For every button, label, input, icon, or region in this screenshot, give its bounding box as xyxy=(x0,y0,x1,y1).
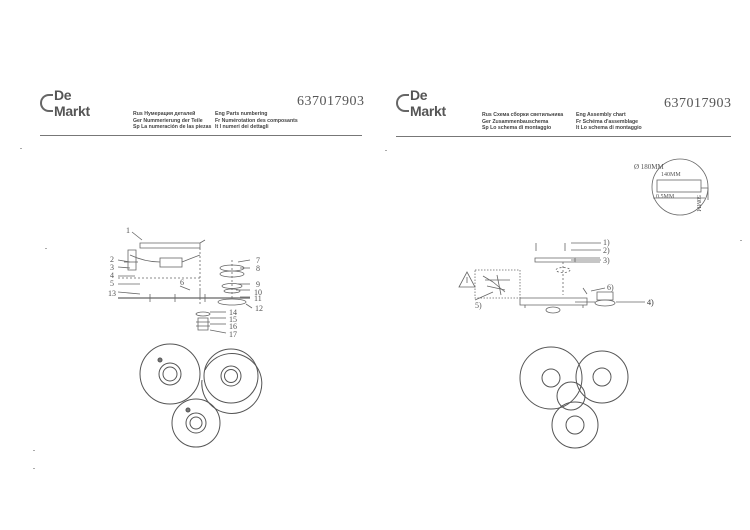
ceiling-screws xyxy=(535,243,566,251)
caption-eng: Eng Parts numbering xyxy=(215,111,268,117)
fixing-ring xyxy=(195,311,211,317)
right-page: De Markt 637017903 Rus Схема сборки свет… xyxy=(375,0,750,530)
lamp-socket-left xyxy=(158,362,182,386)
part-number-8: 8 xyxy=(256,264,260,273)
warning-triangle-icon xyxy=(458,271,476,288)
mounting-bar xyxy=(139,242,201,249)
assembly-chart-diagram xyxy=(458,158,709,449)
driver-box xyxy=(159,257,183,268)
disc-left xyxy=(519,346,583,410)
part-number-17: 17 xyxy=(229,330,237,339)
part-number-1: 1 xyxy=(126,226,130,235)
disc-right xyxy=(203,348,259,404)
header-divider xyxy=(40,135,362,136)
part-number-4: 4 xyxy=(110,271,114,280)
lamp-socket-bottom xyxy=(185,412,207,434)
dimension-diameter: Ø 180MM xyxy=(634,163,664,171)
caption-rus: Rus Схема сборки светильника xyxy=(482,112,564,118)
disc-bottom xyxy=(171,398,221,448)
part-number-12: 12 xyxy=(255,304,263,313)
document-number: 637017903 xyxy=(664,96,732,111)
scan-speck xyxy=(20,148,22,149)
disc-bottom xyxy=(551,401,599,449)
scan-speck xyxy=(45,248,47,249)
part-number-10: 10 xyxy=(254,288,262,297)
caption-fr: Fr Schéma d'assemblage xyxy=(576,118,639,125)
caption-ger: Ger Zusammenbauschema xyxy=(482,118,549,125)
step-label-4b: 4) xyxy=(647,298,654,307)
part-number-11: 11 xyxy=(254,294,262,303)
caption-rus: Rus Нумерация деталей xyxy=(133,111,196,117)
scan-speck xyxy=(33,450,35,451)
step-label-5: 5) xyxy=(475,301,482,310)
caption-block: Rus Нумерация деталей Eng Parts numberin… xyxy=(133,111,315,131)
step-label-6: 6) xyxy=(607,283,614,292)
part-number-13: 13 xyxy=(108,289,116,298)
base-plate xyxy=(519,297,588,306)
part-number-5: 5 xyxy=(110,279,114,288)
caption-sp: Sp La numeración de las piezas xyxy=(133,124,212,131)
disc-left xyxy=(201,353,263,414)
scan-speck xyxy=(385,150,387,151)
step-label-4: 4) xyxy=(647,298,654,307)
caption-sp: Sp Lo schema di montaggio xyxy=(482,125,552,132)
dimension-height: 50MM xyxy=(695,195,701,212)
part-number-14: 14 xyxy=(229,308,237,317)
part-number-7: 7 xyxy=(256,256,260,265)
header-divider xyxy=(396,136,731,137)
ceiling-bracket xyxy=(534,257,576,263)
caption-eng: Eng Assembly chart xyxy=(576,112,626,118)
brand-name: De Markt xyxy=(410,87,446,119)
scan-speck xyxy=(740,240,742,241)
part-number-3: 3 xyxy=(110,263,114,272)
brand-logo: De Markt xyxy=(40,87,102,119)
caption-ger: Ger Nummerierung der Teile xyxy=(133,117,203,124)
lamp-cap xyxy=(594,299,616,307)
dimension-width: 140MM xyxy=(661,172,681,178)
step-label-2: 2) xyxy=(603,246,610,255)
step-label-3: 3) xyxy=(603,256,610,265)
dimension-circle xyxy=(651,158,709,216)
caption-block: Rus Схема сборки светильника Eng Assembl… xyxy=(482,112,676,132)
parts-exploded-diagram xyxy=(117,231,263,448)
disc-center xyxy=(556,381,586,411)
part-number-15: 15 xyxy=(229,315,237,324)
dimension-inner: 0.5MM xyxy=(656,194,675,200)
caption-fr: Fr Numérotation des composants xyxy=(215,117,298,124)
caption-it: It Lo schema di montaggio xyxy=(576,125,642,132)
brand-logo: De Markt xyxy=(396,87,458,119)
part-number-16: 16 xyxy=(229,322,237,331)
document-number: 637017903 xyxy=(297,94,365,109)
logo-bracket-icon xyxy=(396,94,409,112)
caption-it: It I numeri dei dettagli xyxy=(215,124,269,131)
scan-speck xyxy=(33,468,35,469)
left-page: De Markt 637017903 Rus Нумерация деталей… xyxy=(20,87,365,469)
disc-right xyxy=(575,350,629,404)
brand-name: De Markt xyxy=(54,87,90,119)
step-label-1: 1) xyxy=(603,238,610,247)
part-number-6: 6 xyxy=(180,278,184,287)
lamp-socket-right xyxy=(220,365,242,387)
part-number-9: 9 xyxy=(256,280,260,289)
terminal-block xyxy=(127,249,137,271)
logo-bracket-icon xyxy=(40,94,53,112)
part-number-2: 2 xyxy=(110,255,114,264)
